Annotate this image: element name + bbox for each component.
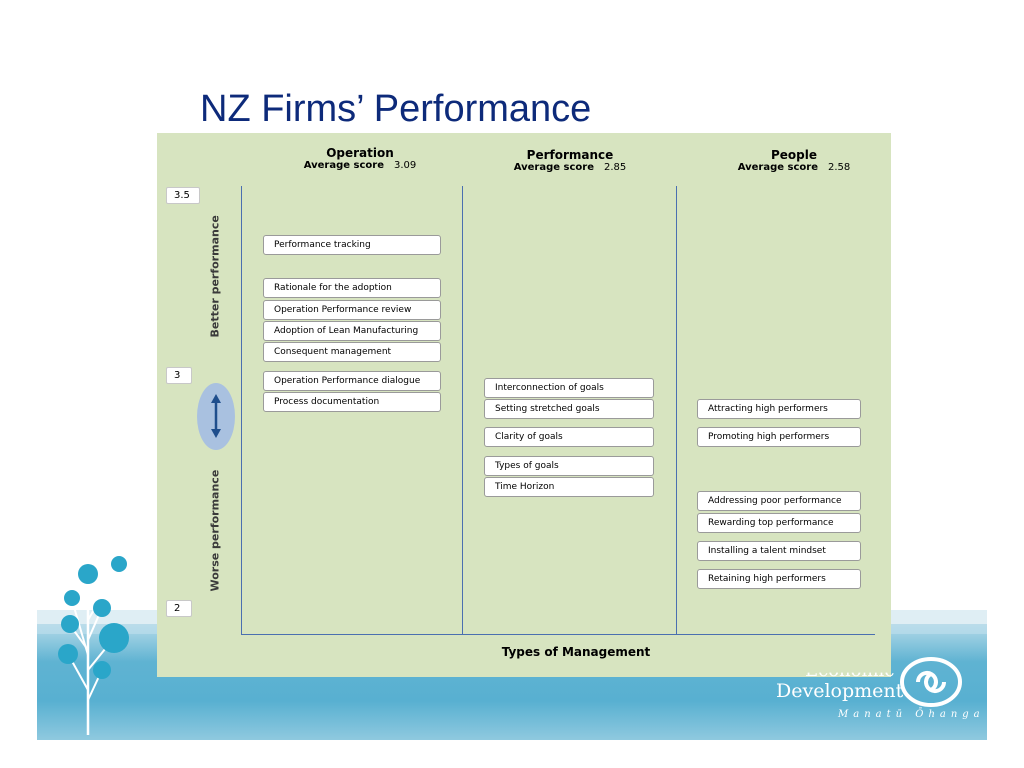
item-installing-talent-mindset: Installing a talent mindset <box>697 541 861 561</box>
y-axis-line <box>241 186 242 635</box>
item-attracting-high-performers: Attracting high performers <box>697 399 861 419</box>
average-label: Average score <box>303 160 384 171</box>
item-operation-performance-dialogue: Operation Performance dialogue <box>263 371 441 391</box>
item-process-documentation: Process documentation <box>263 392 441 412</box>
item-rationale-adoption: Rationale for the adoption <box>263 278 441 298</box>
average-value: 2.85 <box>603 162 627 173</box>
average-label: Average score <box>737 162 818 173</box>
item-addressing-poor-performance: Addressing poor performance <box>697 491 861 511</box>
column-header-performance: Performance Average score 2.85 <box>500 148 640 173</box>
average-value: 2.58 <box>827 162 851 173</box>
item-clarity-goals: Clarity of goals <box>484 427 654 447</box>
logo-text-line3: Manatū Ōhanga <box>838 709 985 720</box>
tick-label-3: 3 <box>166 367 192 384</box>
column-name: Operation <box>326 146 394 160</box>
column-header-people: People Average score 2.58 <box>724 148 864 173</box>
tree-graphic-icon <box>58 556 129 735</box>
column-average: Average score 3.09 <box>290 160 430 171</box>
column-average: Average score 2.85 <box>500 162 640 173</box>
column-divider-2 <box>676 186 677 635</box>
tick-label-3-5: 3.5 <box>166 187 200 204</box>
column-header-operation: Operation Average score 3.09 <box>290 146 430 171</box>
item-rewarding-top-performance: Rewarding top performance <box>697 513 861 533</box>
item-setting-stretched-goals: Setting stretched goals <box>484 399 654 419</box>
item-promoting-high-performers: Promoting high performers <box>697 427 861 447</box>
koru-logo-icon <box>900 657 962 707</box>
item-time-horizon: Time Horizon <box>484 477 654 497</box>
column-average: Average score 2.58 <box>724 162 864 173</box>
better-performance-label: Better performance <box>208 215 222 338</box>
logo-text-line1: Economic <box>805 673 894 681</box>
column-name: Performance <box>526 148 614 162</box>
double-arrow-vertical-icon <box>211 394 221 438</box>
average-value: 3.09 <box>393 160 417 171</box>
item-consequent-management: Consequent management <box>263 342 441 362</box>
worse-performance-label: Worse performance <box>208 469 222 592</box>
average-label: Average score <box>513 162 594 173</box>
x-axis-line <box>241 634 875 635</box>
item-interconnection-goals: Interconnection of goals <box>484 378 654 398</box>
column-name: People <box>770 148 818 162</box>
x-axis-label: Types of Management <box>501 645 651 659</box>
logo-text-line2: Development <box>776 680 904 702</box>
slide-title: NZ Firms’ Performance <box>200 88 592 130</box>
tick-label-2: 2 <box>166 600 192 617</box>
item-adoption-lean-manufacturing: Adoption of Lean Manufacturing <box>263 321 441 341</box>
item-operation-performance-review: Operation Performance review <box>263 300 441 320</box>
item-performance-tracking: Performance tracking <box>263 235 441 255</box>
item-retaining-high-performers: Retaining high performers <box>697 569 861 589</box>
item-types-goals: Types of goals <box>484 456 654 476</box>
column-divider-1 <box>462 186 463 635</box>
